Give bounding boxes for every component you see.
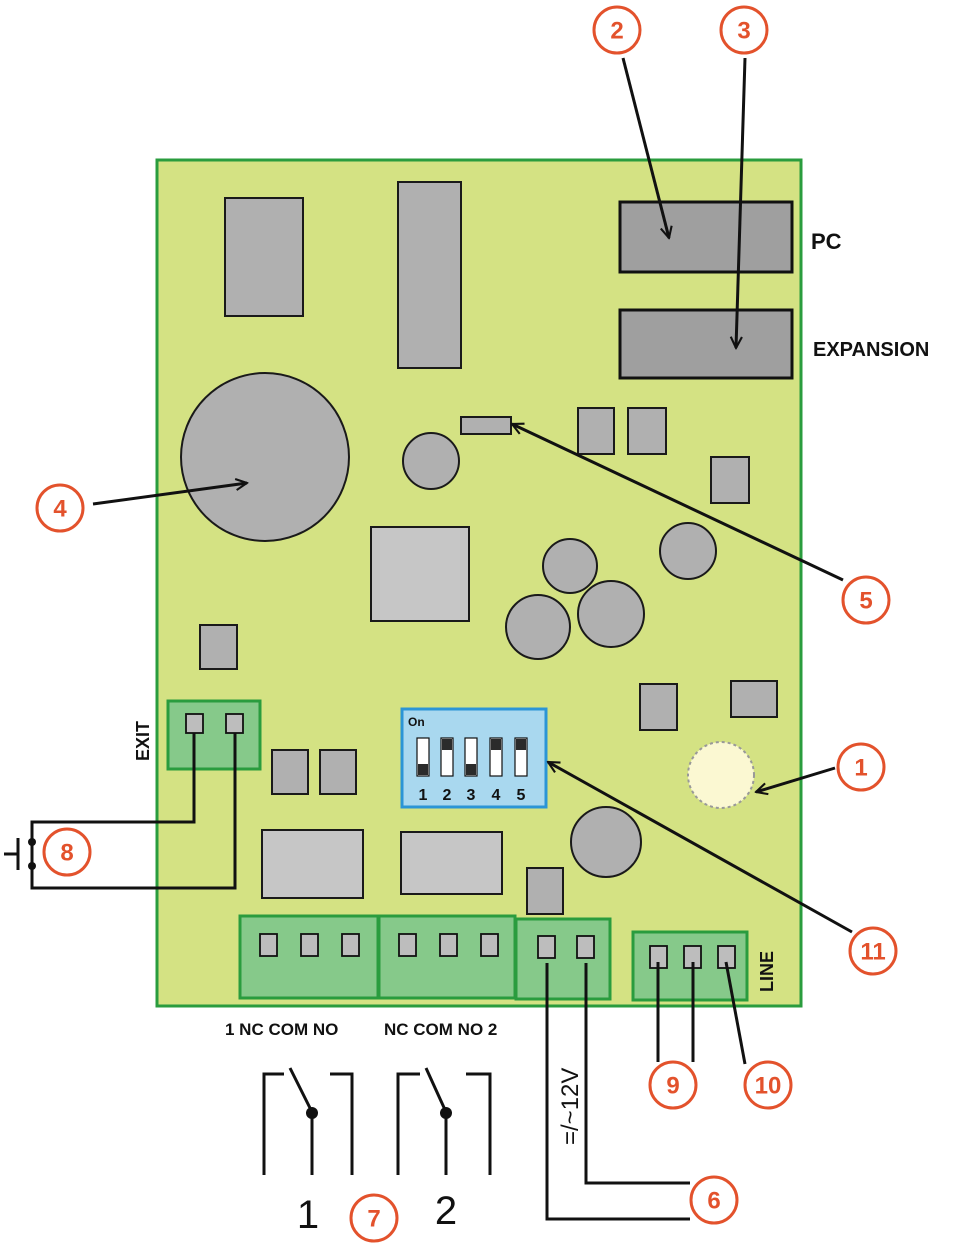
arrow-2: [621, 57, 669, 238]
pc-label: PC: [811, 229, 842, 254]
power-wire-1: [545, 963, 690, 1221]
relay-1-number: 1: [297, 1193, 319, 1237]
dip-number-1: 1: [419, 787, 428, 804]
relay-1-pin-label: 1 NC COM NO: [225, 1020, 338, 1039]
terminal-pin-7: [537, 935, 556, 959]
callout-number-5: 5: [859, 588, 872, 615]
arrow-5: [512, 422, 844, 582]
exit-terminal: [166, 699, 262, 771]
capacitor-d: [505, 594, 571, 660]
arrow-1: [756, 766, 836, 792]
callout-11: 11: [848, 926, 898, 976]
callout-2: 2: [592, 5, 642, 55]
component-sq-b: [627, 407, 667, 455]
status-led: [687, 741, 755, 809]
callout-number-3: 3: [737, 18, 750, 45]
arrow-3: [736, 57, 747, 348]
callout-8: 8: [42, 827, 92, 877]
pc-connector: [618, 200, 794, 274]
exit-wire-2: [30, 733, 237, 890]
component-sq-f: [730, 680, 778, 718]
callout-number-7: 7: [367, 1206, 380, 1233]
callout-5: 5: [841, 575, 891, 625]
dip-number-3: 3: [467, 787, 476, 804]
tamper-jumper: [460, 416, 512, 435]
dip-knob-5: [516, 739, 526, 750]
capacitor-f: [570, 806, 642, 878]
power-terminal: [514, 917, 612, 1001]
callout-4: 4: [35, 483, 85, 533]
relay-2-body: [400, 831, 503, 895]
terminal-pin-1: [259, 933, 278, 957]
callout-number-1: 1: [854, 755, 867, 782]
switch-contact-icon: [396, 1067, 492, 1175]
terminal-pin-4: [398, 933, 417, 957]
capacitor-c: [659, 522, 717, 580]
microcontroller-chip: [397, 181, 462, 369]
component-sq-e: [639, 683, 678, 731]
switch-contact-icon: [262, 1067, 354, 1175]
callout-number-11: 11: [860, 939, 885, 966]
terminal-pin-2: [300, 933, 319, 957]
buzzer: [180, 372, 350, 542]
capacitor-a: [402, 432, 460, 490]
dip-on-label: On: [408, 715, 425, 729]
callout-3: 3: [719, 5, 769, 55]
terminal-pin-8: [576, 935, 595, 959]
terminal-pin-5: [439, 933, 458, 957]
dip-knob-2: [442, 739, 452, 750]
callout-number-4: 4: [53, 496, 67, 523]
component-sq-i: [526, 867, 564, 915]
exit-wire-1: [30, 733, 196, 840]
line-wire-3: [724, 961, 747, 1065]
relay-2-terminal: [377, 914, 517, 1000]
callout-number-10: 10: [755, 1073, 782, 1100]
capacitor-b: [542, 538, 598, 594]
component-square-large: [370, 526, 470, 622]
dip-number-5: 5: [517, 787, 526, 804]
dip-knob-1: [418, 764, 428, 775]
callout-number-2: 2: [610, 18, 623, 45]
dip-knob-3: [466, 764, 476, 775]
exit-pin-1: [185, 713, 204, 734]
arrow-11: [548, 760, 853, 934]
line-label: LINE: [757, 951, 777, 992]
expansion-label: EXPANSION: [813, 339, 929, 361]
component-sq-d: [199, 624, 238, 670]
callout-1: 1: [836, 742, 886, 792]
power-label: =/~12V: [557, 1068, 584, 1145]
relay-2-pin-label: NC COM NO 2: [384, 1020, 497, 1039]
component-sq-g: [271, 749, 309, 795]
callout-number-8: 8: [60, 840, 73, 867]
component-sq-h: [319, 749, 357, 795]
component-sq-a: [577, 407, 615, 455]
callout-10: 10: [743, 1060, 793, 1110]
capacitor-e: [577, 580, 645, 648]
dip-knob-4: [491, 739, 501, 750]
terminal-pin-3: [341, 933, 360, 957]
relay-1-body: [261, 829, 364, 899]
terminal-pin-6: [480, 933, 499, 957]
callout-number-6: 6: [707, 1188, 720, 1215]
component-sq-c: [710, 456, 750, 504]
component-rect-a: [224, 197, 304, 317]
callout-7: 7: [349, 1193, 399, 1243]
power-wire-2: [584, 963, 690, 1185]
callout-number-9: 9: [666, 1073, 679, 1100]
relay-1-terminal: [238, 914, 380, 1000]
callout-6: 6: [689, 1175, 739, 1225]
callout-9: 9: [648, 1060, 698, 1110]
dip-number-2: 2: [443, 787, 452, 804]
arrow-4: [92, 483, 247, 506]
exit-label: EXIT: [133, 721, 153, 761]
expansion-connector: [618, 308, 794, 380]
exit-pin-2: [225, 713, 244, 734]
dip-number-4: 4: [492, 787, 501, 804]
relay-2-number: 2: [435, 1189, 457, 1233]
push-button-icon: [4, 838, 36, 870]
